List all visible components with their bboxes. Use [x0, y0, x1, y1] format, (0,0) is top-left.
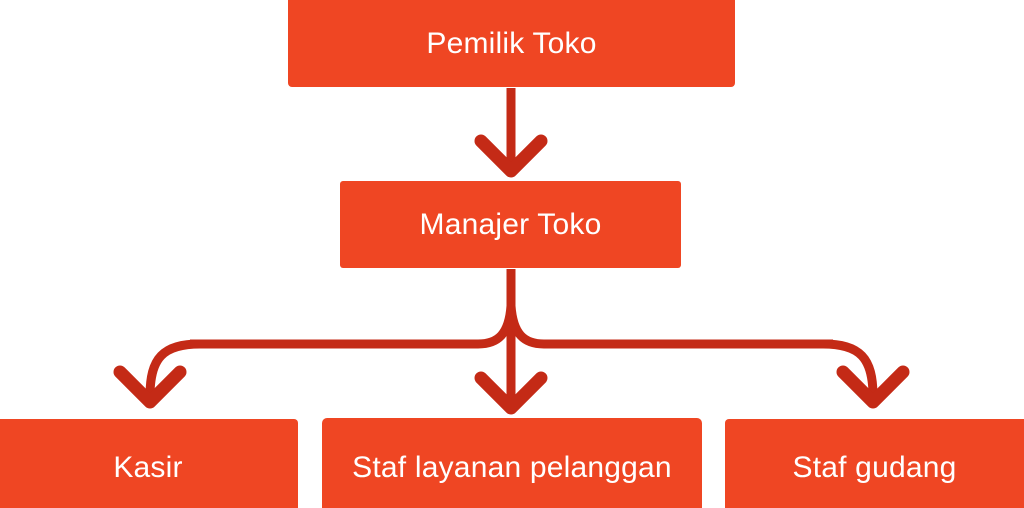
node-label-staf-layanan-pelanggan: Staf layanan pelanggan: [352, 450, 672, 484]
edge-owner-manager-arrowhead: [474, 134, 548, 178]
edge-manager-warehouse: [822, 339, 878, 397]
edge-junction-right-curve: [506, 305, 833, 349]
node-pemilik-toko[interactable]: Pemilik Toko: [288, 0, 735, 87]
edge-manager-warehouse-arrowhead: [836, 365, 910, 409]
edge-junction-left-curve: [190, 305, 516, 349]
edge-manager-service-arrowhead: [474, 371, 548, 415]
node-label-manajer-toko: Manajer Toko: [419, 208, 602, 241]
node-kasir[interactable]: Kasir: [0, 419, 298, 508]
node-staf-gudang[interactable]: Staf gudang: [725, 419, 1024, 508]
edge-manager-cashier: [145, 339, 201, 397]
edge-manager-cashier-arrowhead: [113, 365, 187, 409]
node-label-staf-gudang: Staf gudang: [792, 451, 957, 484]
node-label-kasir: Kasir: [113, 451, 183, 484]
node-label-pemilik-toko: Pemilik Toko: [426, 27, 597, 60]
node-staf-layanan-pelanggan[interactable]: Staf layanan pelanggan: [322, 418, 702, 508]
node-manajer-toko[interactable]: Manajer Toko: [340, 181, 681, 268]
